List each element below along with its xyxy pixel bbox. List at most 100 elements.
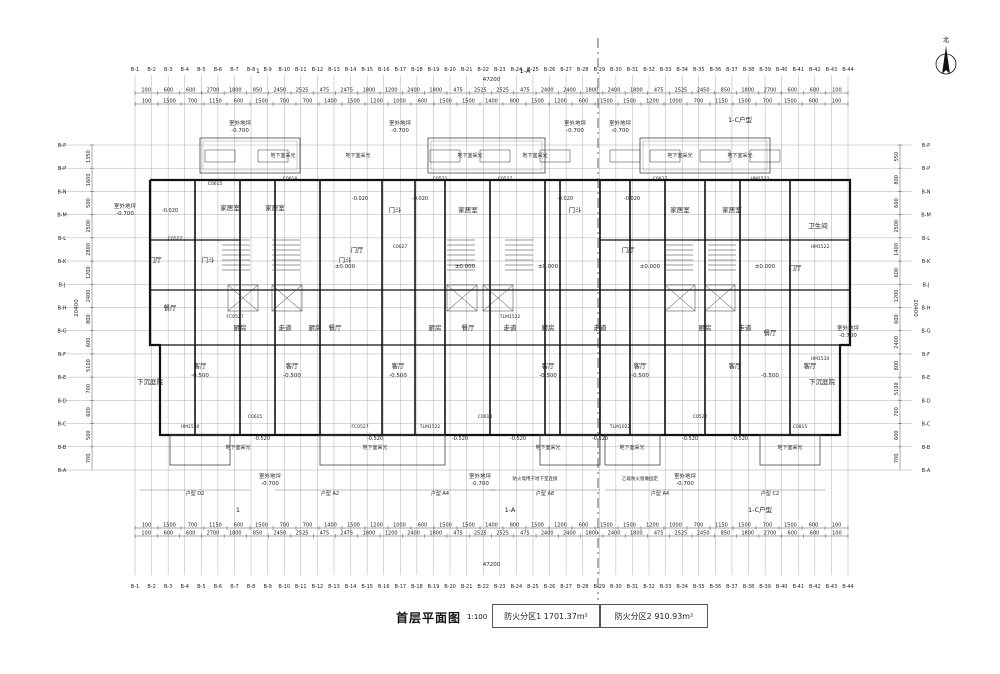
- axis-label-top: B-32: [643, 67, 655, 73]
- axis-label-top: B-20: [444, 67, 456, 73]
- room-label: 家居室: [670, 205, 690, 214]
- axis-label-top: B-33: [660, 67, 672, 73]
- dim-bottom-1-value: 100: [141, 531, 151, 537]
- axis-label-bottom: B-1: [131, 584, 139, 590]
- room-labels: 家居室家居室家居室家居室家居室门厅门厅门厅门厅门斗门斗门斗门斗餐厅餐厅餐厅餐厅厨…: [137, 203, 836, 386]
- dim-right-value: 5100: [894, 382, 900, 395]
- dim-top-2-value: 1500: [255, 99, 268, 105]
- drawing-title: 首层平面图: [396, 610, 462, 625]
- bay-window-inner: [202, 140, 298, 171]
- floor-level-zero: ±0.000: [538, 264, 559, 270]
- bay-window: [604, 434, 661, 466]
- axis-label-top: B-43: [826, 67, 838, 73]
- dim-right-value: 550: [894, 152, 900, 162]
- axis-label-top: B-18: [411, 67, 423, 73]
- dim-top-2-value: 1500: [462, 99, 475, 105]
- dim-bottom-1-value: 1800: [630, 531, 643, 537]
- axis-label-bottom: B-23: [494, 584, 506, 590]
- dim-top-2-value: 600: [579, 99, 589, 105]
- north-arrow-icon: [942, 46, 950, 74]
- elevator-shaft: [446, 284, 478, 312]
- axis-label-top: B-30: [610, 67, 622, 73]
- elevator-shaft: [227, 284, 259, 312]
- bay-window: [427, 137, 546, 174]
- dim-top-1-value: 2525: [296, 88, 309, 94]
- dim-top-2-value: 600: [418, 99, 428, 105]
- axis-label-left: B-A: [58, 468, 67, 474]
- axis-grid: [58, 75, 912, 575]
- dim-bottom-1-value: 2525: [496, 531, 509, 537]
- axis-label-bottom: B-36: [710, 584, 722, 590]
- section-mark: 1-A: [520, 67, 531, 75]
- axis-label-top: B-12: [312, 67, 324, 73]
- window-tag: C0527: [168, 236, 183, 242]
- dim-top-1-value: 2525: [474, 88, 487, 94]
- dim-bottom-1-value: 475: [654, 531, 664, 537]
- outdoor-level-value: -0.700: [676, 481, 694, 487]
- dim-top-1-value: 2400: [541, 88, 554, 94]
- room-label: 家居室: [220, 203, 240, 212]
- axis-label-right: B-J: [923, 282, 930, 288]
- axis-label-bottom: B-30: [610, 584, 622, 590]
- window-tag: HM1522: [811, 244, 830, 250]
- axis-label-left: B-C: [58, 422, 67, 428]
- outdoor-level-label: 室外地坪: [114, 202, 137, 210]
- outdoor-level-label: 室外地坪: [229, 119, 252, 127]
- counter: [429, 149, 461, 163]
- room-label: 餐厅: [164, 303, 178, 312]
- room-label: 门厅: [351, 245, 365, 254]
- axis-label-bottom: B-14: [345, 584, 357, 590]
- dim-bottom-1-value: 600: [810, 531, 820, 537]
- axis-label-left: B-H: [58, 306, 67, 312]
- unit-type-label: 户型 A8: [536, 490, 554, 497]
- room-label: 家居室: [458, 205, 478, 214]
- axis-label-top: B-6: [214, 67, 222, 73]
- room-label: 门厅: [149, 255, 163, 264]
- axis-label-top: B-7: [230, 67, 238, 73]
- axis-label-top: B-21: [461, 67, 473, 73]
- axis-label-bottom: B-15: [361, 584, 373, 590]
- dim-left-value: 600: [86, 338, 92, 348]
- window-tag: TLM1522: [419, 424, 441, 430]
- axis-label-left: B-B: [58, 445, 67, 451]
- axis-label-top: B-28: [577, 67, 589, 73]
- dim-left-value: 1200: [86, 266, 92, 279]
- note-basement-daylight: 地下室采光: [777, 444, 802, 451]
- axis-label-bottom: B-11: [295, 584, 307, 590]
- axis-label-bottom: B-13: [328, 584, 340, 590]
- axis-label-top: B-38: [743, 67, 755, 73]
- axis-label-top: B-26: [544, 67, 556, 73]
- dim-bottom-2-value: 1500: [600, 523, 613, 529]
- dim-bottom-2-value: 600: [579, 523, 589, 529]
- axis-label-top: B-4: [181, 67, 189, 73]
- dim-top-2-value: 700: [763, 99, 773, 105]
- dim-bottom-2-value: 1150: [209, 523, 222, 529]
- dim-bottom-1-value: 2400: [563, 531, 576, 537]
- outdoor-level-label: 室外地坪: [469, 472, 492, 480]
- outdoor-level-value: -0.700: [116, 211, 134, 217]
- axis-label-bottom: B-8: [247, 584, 255, 590]
- axis-label-left: B-M: [57, 213, 67, 219]
- axis-label-top: B-22: [477, 67, 489, 73]
- window-tag: TLM1522: [499, 314, 521, 320]
- note-firewall: 防火墙用于地下室连接: [513, 475, 558, 482]
- section-mark: 1-C户型: [748, 505, 773, 514]
- dim-bottom-1-value: 1800: [741, 531, 754, 537]
- outdoor-level-label: 室外地坪: [564, 119, 587, 127]
- axis-label-top: B-15: [361, 67, 373, 73]
- dim-top-2-value: 700: [694, 99, 704, 105]
- dim-top-1-value: 2700: [764, 88, 777, 94]
- note-basement-daylight: 地下室采光: [345, 152, 370, 159]
- axis-label-right: B-E: [922, 375, 930, 381]
- dim-right-value: 2500: [894, 220, 900, 233]
- dim-left-value: 5100: [86, 359, 92, 372]
- dim-bottom-2-value: 1500: [347, 523, 360, 529]
- dim-top-1-value: 850: [721, 88, 731, 94]
- dim-bottom-1-value: 2525: [474, 531, 487, 537]
- dim-top-2-value: 1200: [370, 99, 383, 105]
- dim-bottom-1-value: 1800: [229, 531, 242, 537]
- axis-label-bottom: B-7: [230, 584, 238, 590]
- axis-bubbles: B-1B-1B-2B-2B-3B-3B-4B-4B-5B-5B-6B-6B-7B…: [57, 67, 931, 590]
- dim-bottom-1-value: 100: [832, 531, 842, 537]
- room-label: 厨房: [699, 323, 712, 332]
